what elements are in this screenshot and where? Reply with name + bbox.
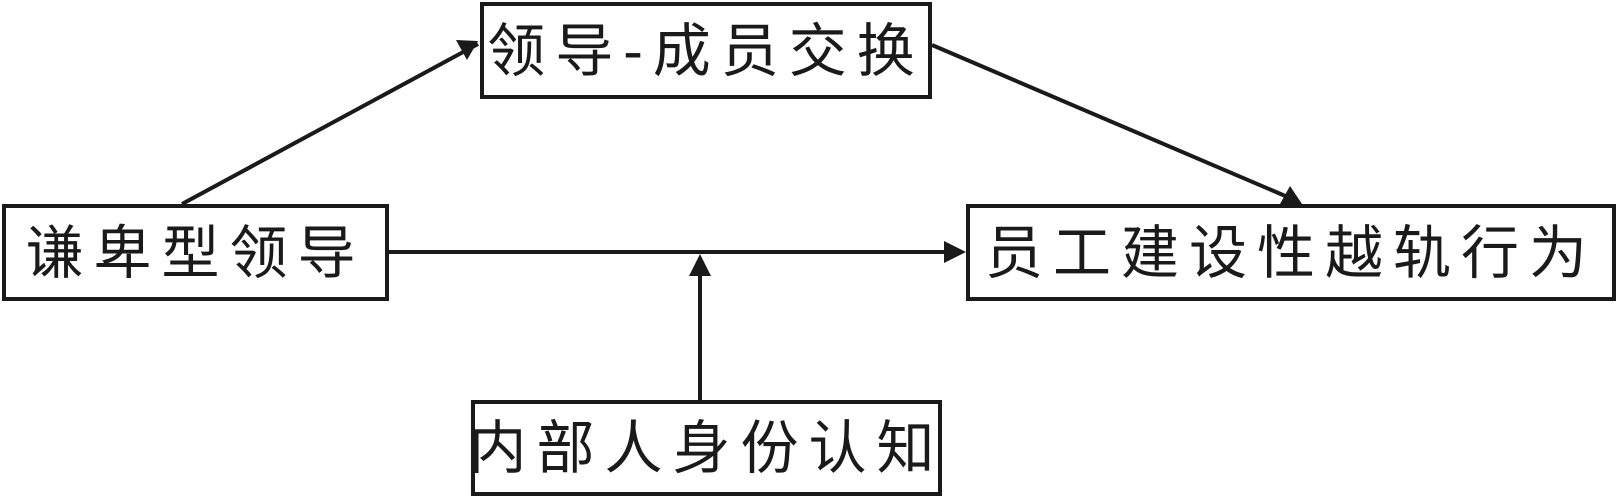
arrow-humble-to-lmx [181,42,479,206]
arrowhead-humble-to-ecb [944,241,966,263]
node-psychological-insider-status-label: 内部人身份认知 [468,414,945,482]
arrowhead-lmx-to-ecb [1280,186,1302,204]
node-psychological-insider-status: 内部人身份认知 [468,400,945,496]
arrow-lmx-to-ecb [931,43,1291,200]
node-employee-constructive-deviance-label: 员工建设性越轨行为 [984,218,1597,287]
node-humble-leadership: 谦卑型领导 [2,204,389,301]
arrowhead-pio-moderation [689,254,711,276]
node-leader-member-exchange: 领导-成员交换 [480,2,932,99]
node-leader-member-exchange-label: 领导-成员交换 [487,16,925,85]
arrowhead-humble-to-lmx [456,40,478,60]
node-humble-leadership-label: 谦卑型领导 [25,218,366,287]
node-employee-constructive-deviance: 员工建设性越轨行为 [966,204,1616,301]
